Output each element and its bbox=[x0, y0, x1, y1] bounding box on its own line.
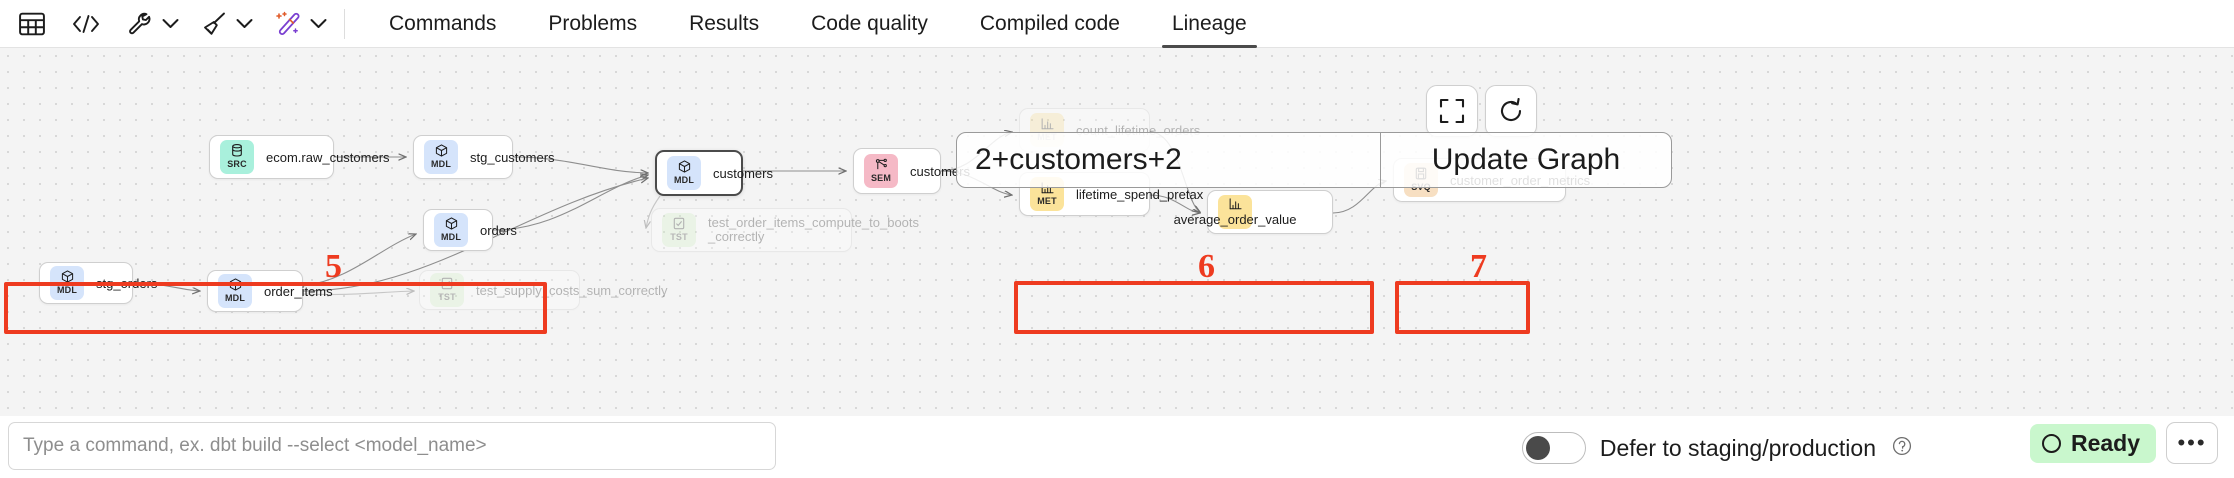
magic-wand-icon[interactable] bbox=[270, 6, 306, 42]
tst-badge-label: TST bbox=[670, 232, 688, 242]
lineage-node-order-items[interactable]: MDL order_items bbox=[207, 270, 333, 312]
lineage-nodes: SRC ecom.raw_customers MDL stg_customers bbox=[0, 48, 2234, 478]
tab-commands[interactable]: Commands bbox=[389, 11, 497, 35]
top-toolbar: Commands Problems Results Code quality C… bbox=[0, 0, 2234, 48]
fit-to-screen-button[interactable] bbox=[1426, 85, 1478, 137]
node-label: average_order_value bbox=[1173, 211, 1297, 227]
cube-icon bbox=[678, 160, 691, 175]
fullscreen-icon bbox=[1439, 98, 1465, 124]
broom-icon[interactable] bbox=[196, 6, 232, 42]
mdl-badge-icon: MDL bbox=[434, 213, 468, 247]
tab-compiled-code[interactable]: Compiled code bbox=[979, 11, 1120, 35]
mdl-badge-label: MDL bbox=[673, 175, 695, 185]
test-check-icon bbox=[441, 277, 453, 292]
node-label: order_items bbox=[264, 283, 333, 299]
sem-badge-icon: SEM bbox=[864, 154, 898, 188]
met-badge-icon: average_order_value bbox=[1174, 195, 1296, 229]
lineage-node-customers-model[interactable]: MDL customers bbox=[655, 150, 773, 196]
database-icon bbox=[231, 144, 243, 159]
bottom-bar: Defer to staging/production Ready ••• bbox=[0, 416, 2234, 478]
mdl-badge-label: MDL bbox=[56, 285, 78, 295]
chevron-down-icon-broom[interactable] bbox=[232, 6, 256, 42]
mdl-badge-icon: MDL bbox=[50, 266, 84, 300]
node-label: customers bbox=[910, 163, 970, 179]
node-label: ecom.raw_customers bbox=[266, 149, 390, 165]
lineage-node-stg-orders[interactable]: MDL stg_orders bbox=[39, 262, 157, 304]
defer-label: Defer to staging/production bbox=[1599, 434, 1876, 461]
mdl-badge-icon: MDL bbox=[424, 140, 458, 174]
lineage-node-ecom-raw-customers[interactable]: SRC ecom.raw_customers bbox=[209, 135, 390, 179]
bar-chart-icon bbox=[1041, 117, 1054, 132]
lineage-node-average-order-value[interactable]: average_order_value bbox=[1174, 190, 1333, 234]
status-badge[interactable]: Ready bbox=[2029, 423, 2156, 463]
node-label: stg_orders bbox=[96, 275, 158, 291]
chevron-down-icon-wand[interactable] bbox=[306, 6, 330, 42]
table-icon[interactable] bbox=[14, 6, 50, 42]
src-badge-icon: SRC bbox=[220, 140, 254, 174]
mdl-badge-label: MDL bbox=[224, 293, 246, 303]
status-label: Ready bbox=[2070, 429, 2140, 456]
tst-badge-icon: TST bbox=[662, 213, 696, 247]
refresh-icon bbox=[1501, 98, 1522, 122]
chevron-down-icon-wrench[interactable] bbox=[158, 6, 182, 42]
src-badge-label: SRC bbox=[227, 159, 247, 169]
toggle-knob bbox=[1525, 436, 1550, 460]
cube-icon bbox=[61, 270, 74, 285]
refresh-graph-button[interactable] bbox=[1485, 85, 1537, 137]
wrench-icon[interactable] bbox=[122, 6, 158, 42]
mdl-badge-label: MDL bbox=[440, 232, 462, 242]
met-badge-label: MET bbox=[1037, 195, 1057, 206]
status-circle-icon bbox=[2041, 433, 2061, 453]
lineage-node-test-supply-costs[interactable]: TST test_supply_costs_sum_correctly bbox=[419, 270, 667, 310]
command-input[interactable] bbox=[8, 422, 776, 470]
update-graph-button[interactable]: Update Graph bbox=[1431, 143, 1621, 176]
lineage-canvas[interactable]: SRC ecom.raw_customers MDL stg_customers bbox=[0, 48, 2234, 478]
lineage-node-customers-semantic[interactable]: SEM customers bbox=[853, 148, 970, 194]
tab-lineage[interactable]: Lineage bbox=[1146, 0, 1273, 48]
node-selector-input[interactable] bbox=[957, 133, 1380, 187]
lineage-node-stg-customers[interactable]: MDL stg_customers bbox=[413, 135, 555, 179]
tst-badge-icon: TST bbox=[430, 273, 464, 307]
semantic-graph-icon bbox=[875, 158, 888, 173]
mdl-badge-icon: MDL bbox=[218, 274, 252, 308]
defer-group: Defer to staging/production bbox=[1521, 432, 1912, 464]
toolbar-icon-group bbox=[0, 0, 363, 48]
sem-badge-label: SEM bbox=[870, 173, 892, 183]
node-label: lifetime_spend_pretax bbox=[1076, 186, 1204, 202]
tab-bar: Commands Problems Results Code quality C… bbox=[363, 0, 1273, 48]
bar-chart-icon bbox=[1229, 197, 1242, 212]
more-options-button[interactable]: ••• bbox=[2166, 422, 2218, 464]
node-label: stg_customers bbox=[470, 149, 555, 165]
overlay-divider bbox=[1380, 133, 1381, 187]
mdl-badge-label: MDL bbox=[430, 159, 452, 169]
code-icon[interactable] bbox=[68, 6, 104, 42]
cube-icon bbox=[229, 278, 242, 293]
node-label: customers bbox=[713, 165, 773, 181]
graph-selector-overlay: Update Graph bbox=[956, 132, 1672, 188]
tab-code-quality[interactable]: Code quality bbox=[811, 11, 928, 35]
cube-icon bbox=[435, 144, 448, 159]
cube-icon bbox=[445, 217, 458, 232]
help-icon[interactable] bbox=[1892, 436, 1912, 461]
toolbar-divider bbox=[344, 8, 345, 39]
tab-results[interactable]: Results bbox=[689, 11, 760, 35]
defer-toggle[interactable] bbox=[1521, 432, 1586, 464]
lineage-node-orders[interactable]: MDL orders bbox=[423, 209, 517, 251]
node-label: orders bbox=[480, 222, 517, 238]
node-label: test_supply_costs_sum_correctly bbox=[476, 282, 668, 298]
tab-problems[interactable]: Problems bbox=[548, 11, 638, 35]
test-check-icon bbox=[673, 217, 685, 232]
tst-badge-label: TST bbox=[438, 292, 456, 302]
status-group: Ready ••• bbox=[2029, 422, 2218, 464]
command-input-wrap bbox=[8, 422, 776, 470]
mdl-badge-icon: MDL bbox=[667, 156, 701, 190]
lineage-node-test-order-items[interactable]: TST test_order_items_compute_to_boots _c… bbox=[651, 208, 919, 252]
node-label: test_order_items_compute_to_boots _corre… bbox=[708, 215, 920, 244]
